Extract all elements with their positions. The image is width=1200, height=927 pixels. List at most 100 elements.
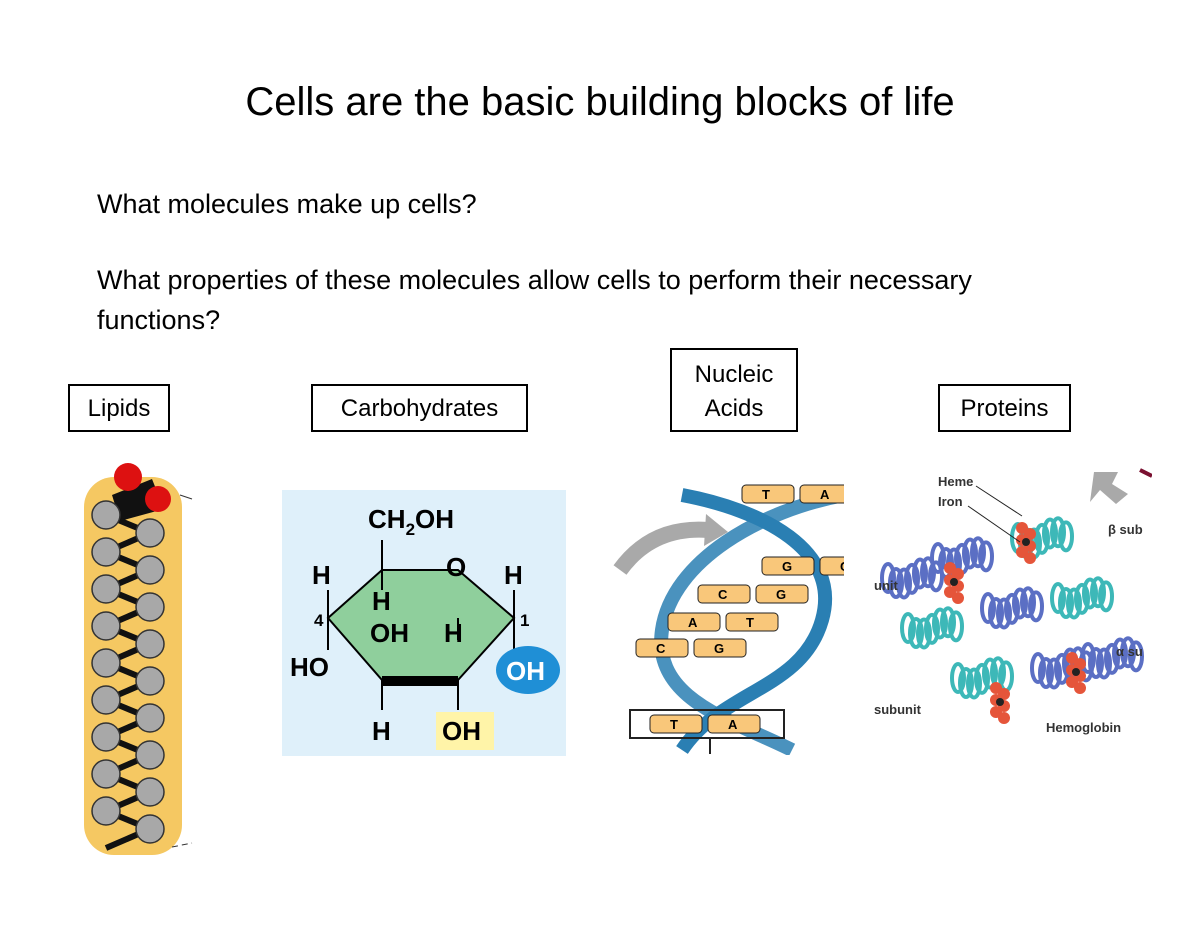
helix-coil <box>924 612 940 645</box>
oh-bottom-label: OH <box>442 716 481 746</box>
lipid-molecule-illustration <box>84 463 193 855</box>
dna-strand <box>676 488 833 755</box>
helix-coil <box>900 612 916 644</box>
helix-coil <box>1004 592 1020 625</box>
ring-oxygen-label: O <box>446 552 466 582</box>
oh-highlight-blue <box>496 646 560 694</box>
helix-coil <box>1080 642 1096 674</box>
helix-coil <box>916 617 932 650</box>
h-right-label: H <box>504 560 523 590</box>
hydrogen-atom <box>135 740 165 770</box>
base-letter: T <box>762 487 770 502</box>
oxygen-atom <box>114 463 142 491</box>
helix-coil <box>1066 587 1082 620</box>
helix-coil <box>1038 657 1054 690</box>
helix-coil <box>1082 577 1098 610</box>
heme-atom <box>998 712 1010 724</box>
ch2oh-label: CH2OH <box>368 504 454 539</box>
hydrogen-atom <box>135 555 165 585</box>
hydrogen-atom <box>135 629 165 659</box>
iron-label: Iron <box>938 494 963 509</box>
helix-coil <box>1104 642 1120 675</box>
base-letter: G <box>782 559 792 574</box>
helix-coil <box>912 557 928 590</box>
carbon-chain <box>91 500 165 851</box>
helix-coil <box>1028 590 1044 623</box>
h-inner2-label: H <box>444 618 463 648</box>
slide-title: Cells are the basic building blocks of l… <box>245 80 955 124</box>
hemoglobin-illustration: Heme Iron β sub unit α su subunit Hemogl… <box>872 468 1152 750</box>
helix-coil <box>1050 516 1066 549</box>
heme-atom <box>952 592 964 604</box>
helix-coil <box>896 567 912 600</box>
glucose-molecule-illustration: CH2OH O H H H OH H HO H OH OH 4 1 <box>282 490 566 756</box>
label-proteins: Proteins <box>938 384 1071 432</box>
hydrogen-atom <box>91 500 121 530</box>
helix-coil <box>1058 520 1074 553</box>
helix-coil <box>1012 587 1028 620</box>
hydrogen-atom <box>91 574 121 604</box>
question-properties: What properties of these molecules allow… <box>97 265 972 335</box>
label-nucleic-line2: Acids <box>704 395 764 422</box>
base-letter: T <box>746 615 754 630</box>
helix-coil <box>1020 586 1036 619</box>
helix-coil <box>982 657 998 690</box>
helix-coil <box>1046 657 1062 690</box>
helix-coil <box>1042 517 1058 550</box>
helix-coil <box>958 667 974 700</box>
helix-coil <box>940 606 956 639</box>
helix-coil <box>1096 647 1112 680</box>
helix-coil <box>996 597 1012 630</box>
base-letter: C <box>840 559 844 574</box>
arrow-icon <box>1090 472 1128 504</box>
alpha-subunit-label: α su <box>1116 644 1143 659</box>
iron-atom <box>1022 538 1030 546</box>
iron-atom <box>950 578 958 586</box>
hydrogen-atom <box>91 759 121 789</box>
helix-coil <box>904 562 920 595</box>
iron-atom <box>996 698 1004 706</box>
heme-label: Heme <box>938 474 973 489</box>
hydrogen-atom <box>135 592 165 622</box>
helix-coil <box>1050 582 1066 614</box>
helix-coil <box>1088 647 1104 680</box>
subunit-label: subunit <box>874 702 922 717</box>
h-left-label: H <box>312 560 331 590</box>
hydrogen-atom <box>91 611 121 641</box>
hydrogen-atom <box>91 537 121 567</box>
hydrogen-atom <box>135 666 165 696</box>
base-letter: A <box>688 615 698 630</box>
label-carbohydrates: Carbohydrates <box>311 384 528 432</box>
base-letter: T <box>670 717 678 732</box>
base-letter: A <box>728 717 738 732</box>
base-letter: A <box>820 487 830 502</box>
helix-coil <box>950 662 966 694</box>
label-nucleic-acids: Nucleic Acids <box>670 348 798 432</box>
oh-blue-label: OH <box>506 656 545 686</box>
oh-inner-label: OH <box>370 618 409 648</box>
helix-coil <box>888 567 904 600</box>
helix-coil <box>962 537 978 570</box>
helix-coil <box>928 560 944 593</box>
ho-label: HO <box>290 652 329 682</box>
base-letter: G <box>776 587 786 602</box>
base-letter: C <box>656 641 666 656</box>
helix-coil <box>932 607 948 640</box>
helix-coil <box>1030 652 1046 684</box>
question-molecules: What molecules make up cells? <box>97 189 477 219</box>
helix-coil <box>880 562 896 594</box>
base-pair-highlight-box <box>629 709 785 739</box>
helix-coil <box>920 556 936 589</box>
oxygen-atom <box>145 486 171 512</box>
helix-coil <box>1120 636 1136 669</box>
helix-coil <box>1034 522 1050 555</box>
helix-coil <box>1090 576 1106 609</box>
helix-coil <box>988 597 1004 630</box>
dna-helix-illustration: TAGCCGATCGTA <box>613 484 844 755</box>
heme-atom <box>1074 682 1086 694</box>
helix-coil <box>970 536 986 569</box>
helix-coil <box>974 662 990 695</box>
